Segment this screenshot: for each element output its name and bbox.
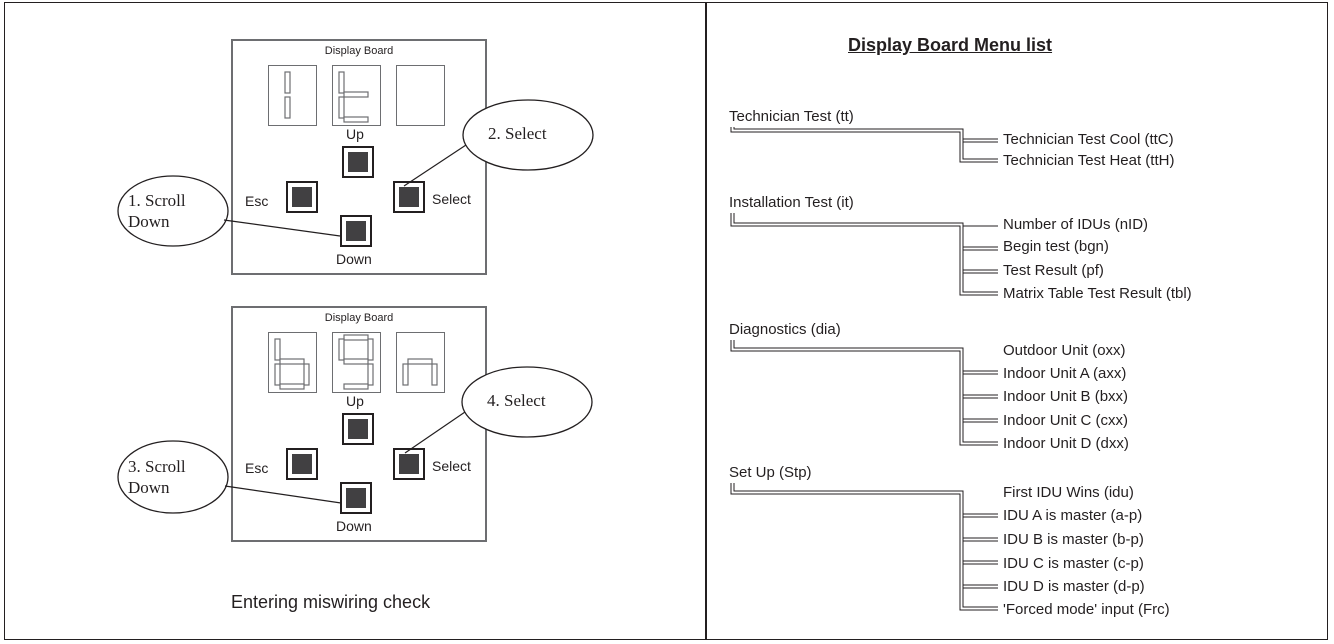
esc-button[interactable]: [286, 181, 318, 213]
menu-item: 'Forced mode' input (Frc): [1003, 601, 1170, 618]
callout-bubble-3: [117, 440, 229, 514]
menu-item: IDU A is master (a-p): [1003, 507, 1143, 524]
digit-3: [396, 332, 445, 393]
menu-item: Begin test (bgn): [1003, 238, 1109, 255]
callout-line: Down: [128, 478, 170, 497]
callout-bubble-1: [117, 175, 229, 247]
display-board-1: Display Board Up Esc Select Down: [231, 39, 487, 275]
digit-1: [268, 332, 317, 393]
callout-bubble-2: [462, 99, 594, 171]
digit-1-segments: [284, 71, 291, 119]
down-button[interactable]: [340, 215, 372, 247]
figure-caption: Entering miswiring check: [231, 592, 431, 612]
display-board-2: Display Board: [231, 306, 487, 542]
callout-select-2: 2. Select: [488, 124, 547, 143]
board-title: Display Board: [324, 45, 394, 57]
figure-frame: [4, 2, 1328, 640]
digit-2: [332, 332, 381, 393]
callout-line: Down: [128, 212, 170, 231]
menu-item: First IDU Wins (idu): [1003, 484, 1134, 501]
digit-2: [332, 65, 381, 126]
menu-item: Indoor Unit B (bxx): [1003, 388, 1129, 405]
up-button[interactable]: [342, 146, 374, 178]
menu-item: Indoor Unit D (dxx): [1003, 435, 1129, 452]
up-label: Up: [346, 393, 364, 409]
menu-category-set-up: Set Up (Stp): [729, 464, 812, 481]
callout-bubble-4: [461, 366, 593, 438]
esc-button[interactable]: [286, 448, 318, 480]
select-label: Select: [432, 191, 471, 207]
menu-title: Display Board Menu list: [848, 35, 1053, 55]
menu-item: IDU B is master (b-p): [1003, 531, 1144, 548]
callout-line: 1. Scroll: [128, 191, 186, 210]
down-button[interactable]: [340, 482, 372, 514]
menu-item: Test Result (pf): [1003, 262, 1104, 279]
menu-category-technician-test: Technician Test (tt): [729, 108, 854, 125]
down-label: Down: [336, 251, 372, 267]
menu-item: Number of IDUs (nID): [1003, 216, 1149, 233]
menu-category-installation-test: Installation Test (it): [729, 194, 854, 211]
leader-line-4: [404, 411, 466, 454]
digit-2-segments: [338, 71, 369, 123]
digit-1: [268, 65, 317, 126]
menu-item: Outdoor Unit (oxx): [1003, 342, 1126, 359]
select-label: Select: [432, 458, 471, 474]
callout-line: 3. Scroll: [128, 457, 186, 476]
callout-select-4: 4. Select: [487, 391, 546, 410]
menu-item: Technician Test Heat (ttH): [1003, 152, 1175, 169]
down-label: Down: [336, 518, 372, 534]
panel-divider: [705, 2, 707, 640]
menu-item: Indoor Unit A (axx): [1003, 365, 1127, 382]
leader-line-1: [223, 219, 341, 237]
select-button[interactable]: [393, 448, 425, 480]
menu-item: IDU C is master (c-p): [1003, 555, 1144, 572]
up-button[interactable]: [342, 413, 374, 445]
menu-category-diagnostics: Diagnostics (dia): [729, 321, 841, 338]
up-label: Up: [346, 126, 364, 142]
esc-label: Esc: [245, 460, 269, 476]
esc-label: Esc: [245, 193, 269, 209]
digit-3: [396, 65, 445, 126]
board-title: Display Board: [324, 312, 394, 324]
menu-item: Indoor Unit C (cxx): [1003, 412, 1129, 429]
digit-1-segments: [274, 338, 310, 390]
menu-item: Technician Test Cool (ttC): [1003, 131, 1174, 148]
digit-2-segments: [338, 334, 374, 390]
menu-item: IDU D is master (d-p): [1003, 578, 1145, 595]
leader-line-2: [403, 144, 467, 187]
menu-item: Matrix Table Test Result (tbl): [1003, 285, 1192, 302]
digit-3-segments: [402, 358, 438, 386]
leader-line-3: [224, 485, 342, 504]
